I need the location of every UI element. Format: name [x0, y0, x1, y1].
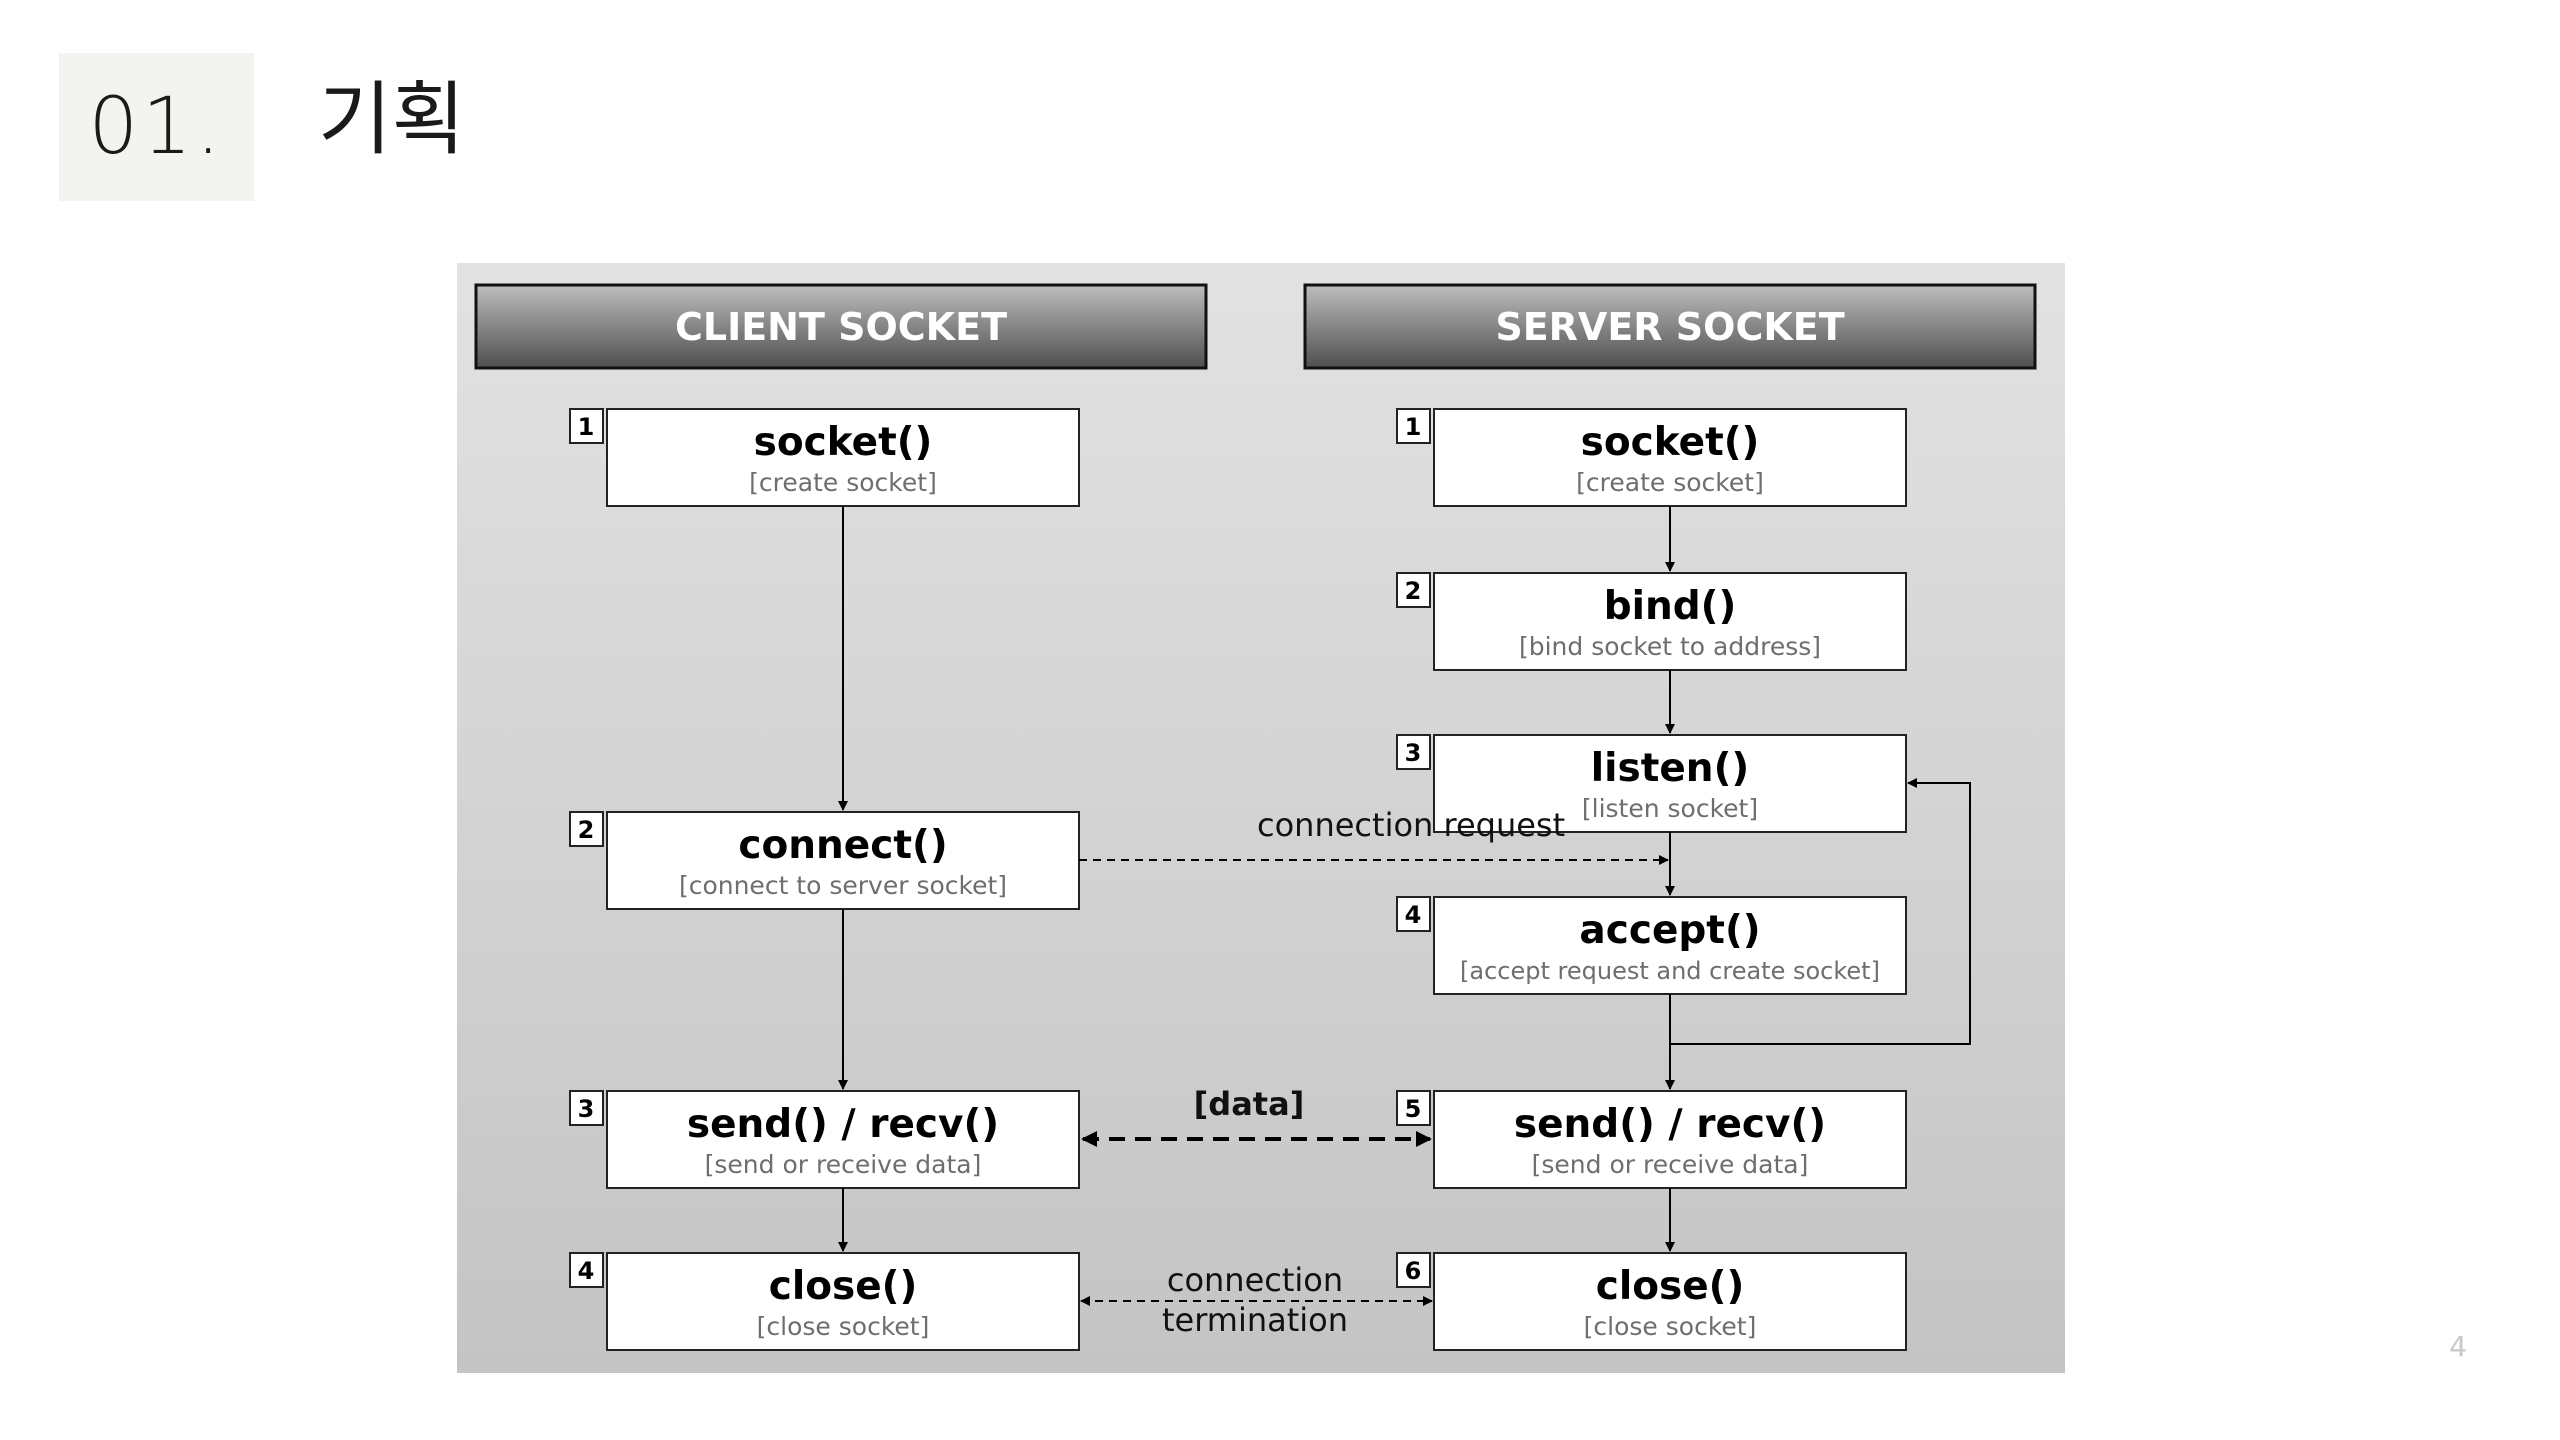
client-step-socket: 1 socket() [create socket]	[569, 408, 1080, 507]
section-number: 01.	[88, 82, 225, 172]
function-name: close()	[769, 1264, 918, 1309]
client-step-close: 4 close() [close socket]	[569, 1252, 1080, 1351]
function-description: [connect to server socket]	[679, 871, 1007, 900]
server-socket-header: SERVER SOCKET	[1303, 283, 2037, 370]
step-number: 4	[578, 1257, 595, 1285]
step-number: 3	[1405, 739, 1422, 767]
page-number: 4	[2449, 1330, 2467, 1363]
function-name: bind()	[1604, 584, 1737, 629]
function-description: [create socket]	[1576, 468, 1764, 497]
server-step-listen: 3 listen() [listen socket]	[1396, 734, 1907, 833]
function-name: listen()	[1591, 746, 1749, 791]
client-socket-header: CLIENT SOCKET	[474, 283, 1208, 370]
step-number: 4	[1405, 901, 1422, 929]
socket-flow-diagram: CLIENT SOCKET SERVER SOCKET 1 socket() […	[457, 263, 2065, 1373]
server-loop-arrow-accept-to-listen	[1670, 778, 1971, 1045]
function-name: connect()	[738, 823, 947, 868]
server-step-socket: 1 socket() [create socket]	[1396, 408, 1907, 507]
step-number: 5	[1405, 1095, 1422, 1123]
function-description: [listen socket]	[1582, 794, 1758, 823]
client-step-send-recv: 3 send() / recv() [send or receive data]	[569, 1090, 1080, 1189]
step-number: 3	[578, 1095, 595, 1123]
function-name: close()	[1596, 1264, 1745, 1309]
server-step-send-recv: 5 send() / recv() [send or receive data]	[1396, 1090, 1907, 1189]
connection-termination-label-line2: termination	[1162, 1301, 1348, 1339]
function-name: socket()	[1581, 420, 1760, 465]
function-name: accept()	[1579, 908, 1760, 953]
step-number: 6	[1405, 1257, 1422, 1285]
function-description: [send or receive data]	[705, 1150, 982, 1179]
function-description: [send or receive data]	[1532, 1150, 1809, 1179]
server-socket-header-label: SERVER SOCKET	[1495, 305, 1844, 349]
step-number: 2	[1405, 577, 1422, 605]
step-number: 2	[578, 816, 595, 844]
connection-request-label: connection request	[1257, 806, 1565, 844]
step-number: 1	[1405, 413, 1422, 441]
client-step-connect: 2 connect() [connect to server socket]	[569, 811, 1080, 910]
section-number-badge: 01.	[59, 53, 254, 201]
page-title: 기획	[318, 73, 466, 166]
function-description: [create socket]	[749, 468, 937, 497]
connection-termination-label-line1: connection	[1167, 1261, 1343, 1299]
client-socket-header-label: CLIENT SOCKET	[675, 305, 1007, 349]
function-name: socket()	[754, 420, 933, 465]
server-step-bind: 2 bind() [bind socket to address]	[1396, 572, 1907, 671]
function-description: [accept request and create socket]	[1460, 957, 1880, 985]
function-name: send() / recv()	[687, 1102, 999, 1147]
data-label: [data]	[1194, 1085, 1305, 1123]
step-number: 1	[578, 413, 595, 441]
server-step-close: 6 close() [close socket]	[1396, 1252, 1907, 1351]
function-description: [bind socket to address]	[1519, 632, 1821, 661]
function-description: [close socket]	[757, 1312, 930, 1341]
server-step-accept: 4 accept() [accept request and create so…	[1396, 896, 1907, 995]
function-name: send() / recv()	[1514, 1102, 1826, 1147]
function-description: [close socket]	[1584, 1312, 1757, 1341]
